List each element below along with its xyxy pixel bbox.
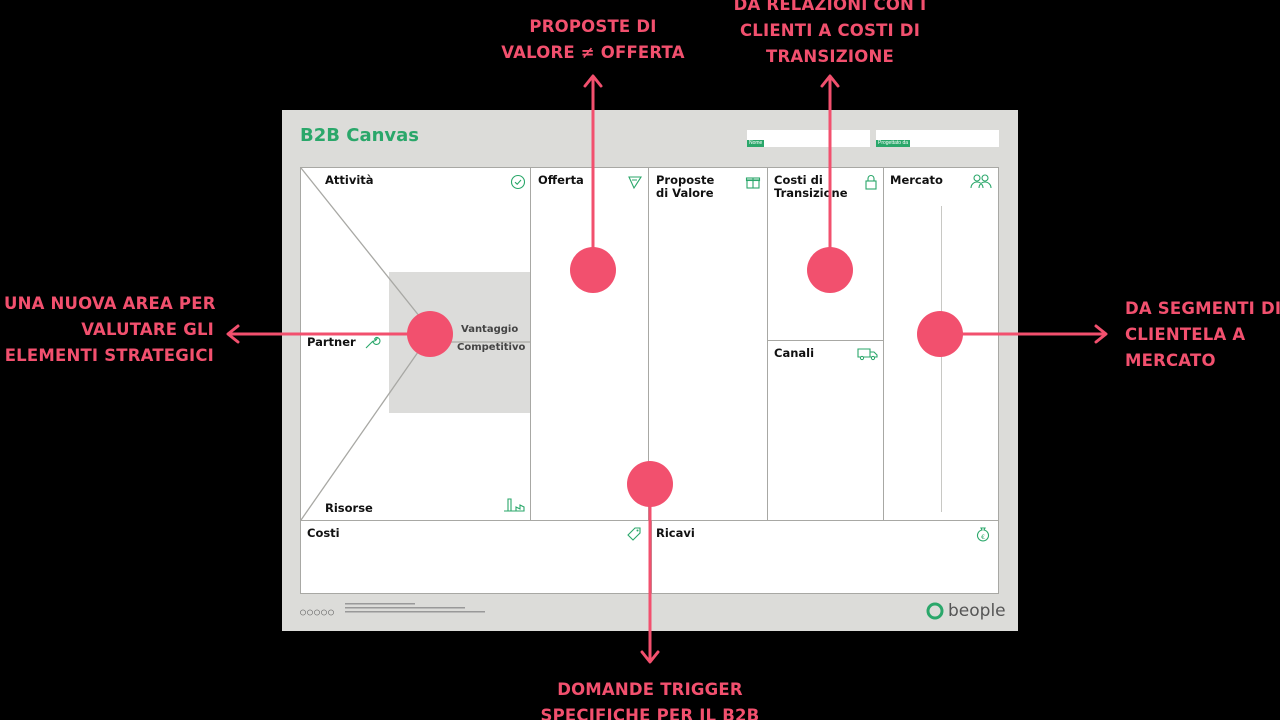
block-label-resources: Risorse [325,501,373,515]
annotation-value-proposition: PROPOSTE DI VALORE ≠ OFFERTA [490,14,696,66]
divider [651,520,653,593]
arrowhead-right-icon [1094,324,1108,344]
arrowhead-left-icon [226,324,240,344]
marker-dot [917,311,963,357]
annotation-line: DOMANDE TRIGGER [557,680,743,699]
arrowhead-up-icon [820,74,840,88]
price-tag-icon [627,527,641,541]
label-line: Costi di [774,173,823,187]
marker-dot [627,461,673,507]
annotation-transition-costs: DA RELAZIONI CON I CLIENTI A COSTI DI TR… [720,0,940,70]
annotation-line: MERCATO [1125,351,1216,370]
svg-text:€: € [981,534,985,541]
license-footnote [300,602,495,617]
wrench-icon [365,336,381,349]
block-label-offer: Offerta [538,173,584,187]
designer-field[interactable]: Progettato da [876,130,999,147]
designer-field-label: Progettato da [876,140,911,147]
annotation-line: VALUTARE GLI [81,320,214,339]
b2b-canvas-board: B2B Canvas Nome Progettato da Attività P… [282,110,1018,631]
market-axis [941,206,943,512]
money-bag-icon: € [976,527,990,542]
divider [530,168,532,520]
annotation-trigger-questions: DOMANDE TRIGGER SPECIFICHE PER IL B2B [530,677,770,720]
truck-icon [857,348,878,361]
block-label-competitive: Competitivo [457,342,526,353]
annotation-line: CLIENTELA A [1125,325,1246,344]
annotation-line: TRANSIZIONE [766,47,894,66]
beople-logo-icon [926,602,944,620]
creative-commons-icon [300,609,334,616]
block-label-value-propositions: Proposte di Valore [656,174,714,200]
ruler-triangle-icon [628,176,643,190]
brand-name: beople [948,601,1006,621]
block-label-channels: Canali [774,346,815,360]
divider [648,168,650,520]
annotation-line: ELEMENTI STRATEGICI [4,346,214,365]
label-line: Proposte [656,173,715,187]
annotation-line: PROPOSTE DI [529,17,657,36]
divider [767,340,883,342]
block-label-revenues: Ricavi [656,526,695,540]
annotation-line: UNA NUOVA AREA PER [4,294,216,313]
name-field[interactable]: Nome [747,130,870,147]
marker-dot [807,247,853,293]
annotation-line: DA SEGMENTI DI [1125,299,1280,318]
annotation-line: CLIENTI A COSTI DI [739,21,921,40]
marker-dot [570,247,616,293]
block-label-advantage: Vantaggio [461,324,519,335]
people-icon [970,174,992,189]
footnote-text-lines [345,603,486,613]
block-label-costs: Costi [307,526,340,540]
annotation-line: VALORE ≠ OFFERTA [501,43,685,62]
canvas-title: B2B Canvas [300,125,419,146]
label-line: di Valore [656,186,714,200]
check-circle-icon [510,174,526,190]
marker-dot [407,311,453,357]
divider [767,168,769,520]
arrowhead-up-icon [583,74,603,88]
block-label-activities: Attività [325,173,374,187]
name-field-label: Nome [747,140,765,147]
lock-icon [865,175,877,190]
gift-icon [745,177,761,189]
divider [883,168,885,520]
block-label-market: Mercato [890,173,943,187]
annotation-strategic-area: UNA NUOVA AREA PER VALUTARE GLI ELEMENTI… [4,291,216,369]
block-label-partner: Partner [307,335,356,349]
arrowhead-down-icon [640,650,660,664]
annotation-line: SPECIFICHE PER IL B2B [540,706,760,720]
annotation-market: DA SEGMENTI DI CLIENTELA A MERCATO [1125,296,1280,374]
annotation-line: DA RELAZIONI CON I [733,0,927,14]
brand-logo: beople [926,599,1006,623]
factory-icon [504,498,525,512]
